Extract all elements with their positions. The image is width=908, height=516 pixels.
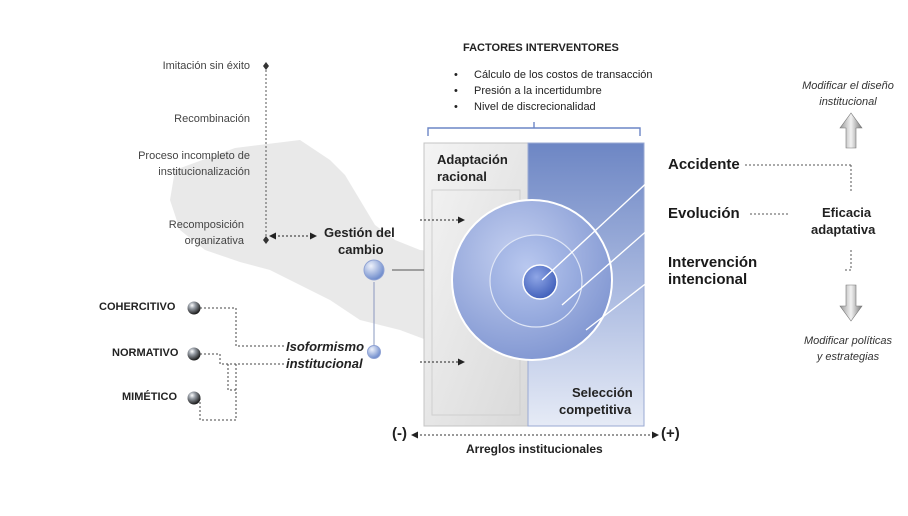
modificar-politicas-label: Modificar políticas [803,335,893,347]
mimetico-ball [187,391,201,405]
isoformismo-label-line2: institucional [286,356,363,371]
eficacia-label-line2: adaptativa [811,222,876,237]
imitacion-label: Imitación sin éxito [162,60,250,72]
isoformismo-label: Isoformismo [286,339,365,354]
seleccion-label: Selección [572,385,633,400]
gestion-label: Gestión del [324,225,395,240]
factores-title: FACTORES INTERVENTORES [463,42,619,54]
normativo-label: NORMATIVO [112,347,179,359]
diamond-top-marker [263,62,269,70]
adaptacion-label: Adaptación [437,152,508,167]
adaptacion-label-line2: racional [437,169,487,184]
mimetico-label: MIMÉTICO [122,391,177,403]
factor-item: Nivel de discrecionalidad [454,99,653,115]
coercitivo-ball [187,301,201,315]
modificar-diseno-label: Modificar el diseño [802,80,894,92]
recomposicion-label-line2: organizativa [184,235,244,247]
recombinacion-label: Recombinación [174,113,250,125]
accidente-label: Accidente [668,156,740,173]
proceso-incompleto-label: Proceso incompleto de [138,150,250,162]
axis-minus: (-) [392,425,407,442]
normativo-ball [187,347,201,361]
gestion-label-line2: cambio [338,242,384,257]
down-arrow [839,284,863,322]
axis-label: Arreglos institucionales [466,442,603,456]
factores-list: Cálculo de los costos de transacción Pre… [454,67,653,115]
recomposicion-label: Recomposición [168,219,244,231]
factor-item: Cálculo de los costos de transacción [454,67,653,83]
proceso-incompleto-label-line2: institucionalización [158,166,250,178]
intervencion-label: Intervención [668,254,758,271]
intervencion-label-line2: intencional [668,271,748,288]
coercitivo-label: COHERCITIVO [99,301,176,313]
evolucion-label: Evolución [668,205,740,222]
diamond-bottom-marker [263,236,269,244]
seleccion-label-line2: competitiva [559,402,632,417]
modificar-diseno-label-line2: institucional [819,96,877,108]
up-arrow [839,112,863,149]
eficacia-label: Eficacia [822,205,872,220]
isoformismo-node [367,345,381,359]
factor-item: Presión a la incertidumbre [454,83,653,99]
gestion-node [363,259,385,281]
modificar-politicas-label-line2: y estrategias [816,351,880,363]
axis-plus: (+) [661,425,680,442]
